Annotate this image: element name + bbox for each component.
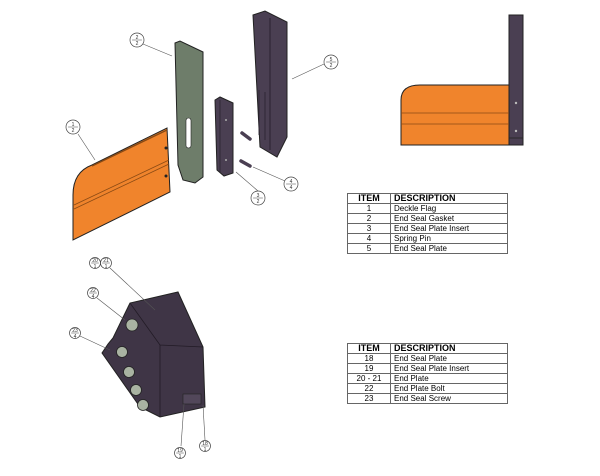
item-number: 19 [347, 363, 391, 374]
balloon-item-1: 12 [65, 119, 81, 135]
item-description: End Plate Bolt [390, 383, 508, 394]
item-number: 5 [347, 243, 391, 254]
balloon-quantity: 2 [72, 128, 75, 134]
leader-lines-bottom [79, 267, 206, 447]
item-number: 22 [347, 383, 391, 394]
column-header-item: ITEM [347, 193, 391, 204]
balloon-item-number: 5 [330, 57, 333, 63]
balloon-item-number: 23 [72, 328, 78, 334]
column-header-description: DESCRIPTION [390, 193, 508, 204]
item-number: 2 [347, 213, 391, 224]
item-number: 18 [347, 353, 391, 364]
balloon-item-22: 224 [87, 287, 99, 300]
balloon-item-20: 201 [89, 257, 101, 270]
balloon-item-number: 21 [103, 258, 109, 264]
column-header-description: DESCRIPTION [390, 343, 508, 354]
balloon-quantity: 4 [74, 334, 77, 340]
balloon-item-number: 1 [72, 122, 75, 128]
item-description: End Seal Plate Insert [390, 363, 508, 374]
balloon-item-5: 52 [323, 54, 339, 70]
item-description: End Seal Screw [390, 393, 508, 404]
balloon-quantity: 1 [105, 264, 108, 270]
balloon-quantity: 2 [330, 63, 333, 69]
end-seal-plate-part [252, 10, 288, 158]
balloon-item-number: 3 [257, 193, 260, 199]
end-seal-gasket-part [174, 40, 204, 184]
leader-lines-top [77, 43, 325, 192]
balloon-quantity: 4 [290, 185, 293, 191]
balloon-item-19: 191 [174, 447, 186, 460]
balloon-item-21: 211 [100, 257, 112, 270]
item-number: 20 - 21 [347, 373, 391, 384]
balloon-quantity: 1 [94, 264, 97, 270]
balloon-item-number: 2 [136, 35, 139, 41]
balloon-item-18: 181 [199, 440, 211, 453]
balloon-quantity: 2 [136, 41, 139, 47]
item-description: End Seal Plate [390, 353, 508, 364]
item-description: Deckle Flag [390, 203, 508, 214]
balloon-quantity: 1 [204, 447, 207, 453]
balloon-item-4: 44 [283, 176, 299, 192]
item-description: Spring Pin [390, 233, 508, 244]
deckle-flag-part [72, 127, 171, 241]
balloon-item-2: 22 [129, 32, 145, 48]
spring-pin-parts [239, 131, 252, 168]
item-description: End Seal Plate [390, 243, 508, 254]
item-number: 3 [347, 223, 391, 234]
end-seal-plate-insert-part [214, 96, 234, 177]
item-description: End Plate [390, 373, 508, 384]
item-number: 4 [347, 233, 391, 244]
balloon-quantity: 2 [257, 199, 260, 205]
item-description: End Seal Plate Insert [390, 223, 508, 234]
item-description: End Seal Gasket [390, 213, 508, 224]
balloon-item-number: 20 [92, 258, 98, 264]
balloon-item-number: 4 [290, 179, 293, 185]
balloon-item-number: 18 [202, 441, 208, 447]
balloon-quantity: 4 [92, 294, 95, 300]
balloon-item-3: 32 [250, 190, 266, 206]
item-number: 23 [347, 393, 391, 404]
balloon-item-23: 234 [69, 327, 81, 340]
assembled-side-view [400, 14, 524, 146]
balloon-item-number: 22 [90, 288, 96, 294]
column-header-item: ITEM [347, 343, 391, 354]
end-plate-assembly [101, 291, 206, 418]
balloon-item-number: 19 [177, 448, 183, 454]
item-number: 1 [347, 203, 391, 214]
balloon-quantity: 1 [179, 454, 182, 460]
